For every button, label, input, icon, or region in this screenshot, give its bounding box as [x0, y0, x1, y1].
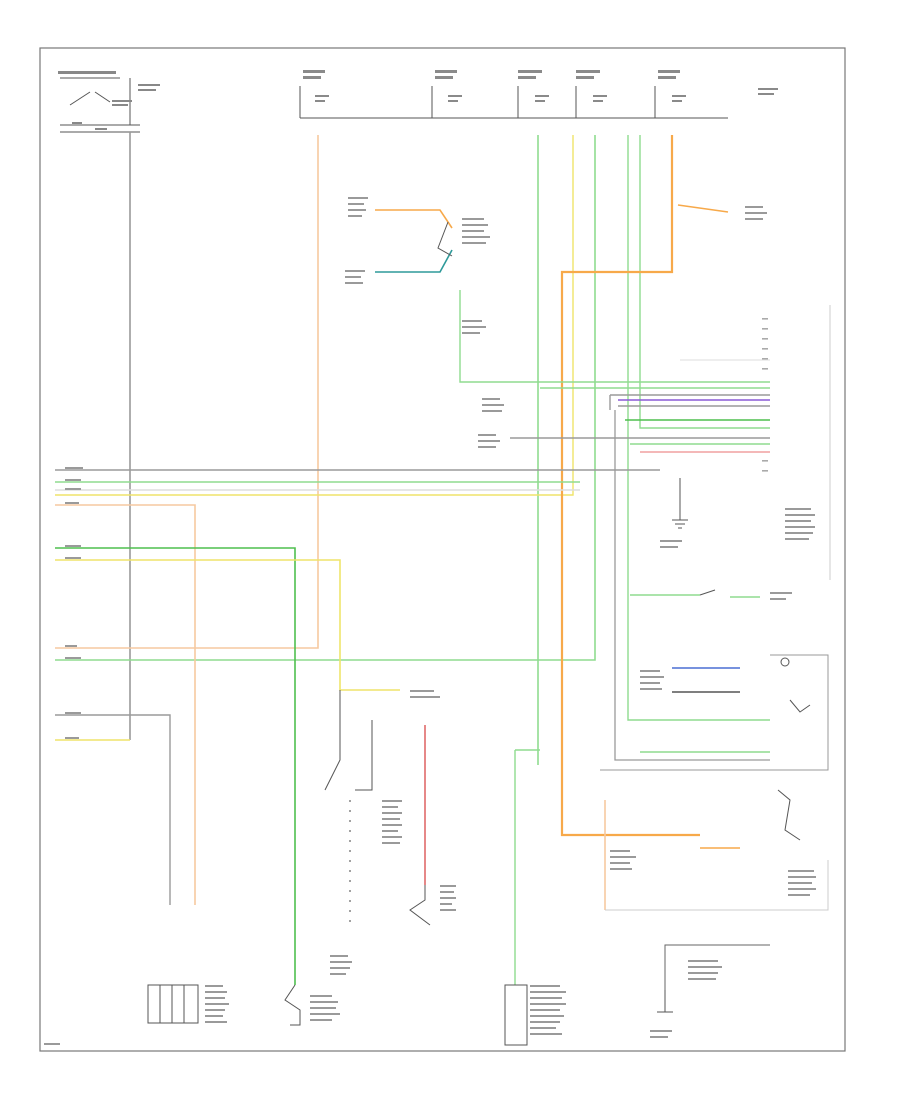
- wire-orange-3: [677, 204, 729, 213]
- wire-orange-2: [560, 135, 700, 837]
- engine-control-module: [504, 984, 528, 1046]
- solenoid-icon: [777, 657, 811, 841]
- wire-green-left: [55, 547, 296, 985]
- diagram-frame: [39, 47, 846, 1052]
- brake-pressure-switch: [409, 885, 431, 926]
- wire-orange-sensor: [375, 209, 453, 229]
- transmission-connector: [55, 387, 770, 491]
- ground-point: [672, 478, 688, 529]
- wire-orange-left: [55, 504, 196, 905]
- wire-yellow-left: [55, 559, 400, 691]
- dtr-connector: [147, 984, 199, 1024]
- switch-icon: [437, 221, 453, 257]
- wire-teal-sensor: [375, 249, 453, 273]
- park-neutral-switch: [284, 984, 301, 1026]
- fuse-block: [299, 86, 728, 119]
- wire-green-sensor: [459, 290, 770, 383]
- wire-yellow-1: [55, 135, 574, 496]
- wire-gray-left: [55, 714, 171, 905]
- rear-lamp-connector: [657, 990, 673, 1013]
- wire-green-2: [55, 135, 596, 661]
- wire-green-3: [627, 135, 770, 721]
- wire-orange-1: [55, 135, 319, 649]
- wire-green-4: [639, 135, 770, 429]
